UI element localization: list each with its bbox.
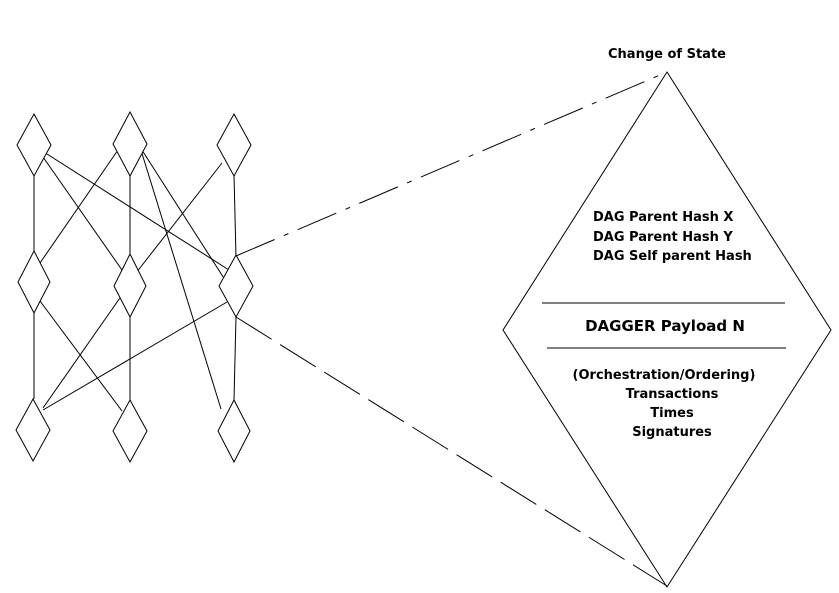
dag-edge	[42, 301, 228, 411]
payload-line-orchestration: (Orchestration/Ordering)	[573, 368, 756, 383]
dag-edge	[42, 294, 123, 409]
dag-node	[216, 112, 252, 178]
payload-details-block: (Orchestration/Ordering) Transactions Ti…	[573, 368, 756, 440]
dag-node	[112, 110, 148, 178]
dag-node	[112, 398, 148, 464]
dag-edge	[139, 146, 228, 284]
parent-hash-y: DAG Parent Hash Y	[593, 230, 733, 245]
parent-hash-x: DAG Parent Hash X	[593, 210, 733, 225]
dag-node	[17, 249, 51, 315]
upper-dashed-line	[235, 71, 668, 257]
dag-edge	[139, 146, 222, 410]
dag-edge	[233, 316, 237, 401]
payload-title: DAGGER Payload N	[585, 317, 745, 335]
dag-node	[217, 398, 251, 464]
self-parent-hash: DAG Self parent Hash	[593, 249, 752, 264]
payload-line-times: Times	[650, 406, 694, 421]
dag-edge	[135, 162, 223, 274]
dag-graph	[15, 110, 254, 464]
payload-line-signatures: Signatures	[632, 425, 712, 440]
zoom-projection-lines	[235, 71, 668, 587]
dag-edge	[233, 174, 237, 258]
dag-cross-edges	[30, 146, 230, 412]
dag-nodes	[15, 110, 254, 464]
dag-vertical-edges	[33, 174, 237, 401]
dag-edge	[39, 149, 119, 264]
dag-edge	[30, 288, 123, 412]
parent-hashes-block: DAG Parent Hash X DAG Parent Hash Y DAG …	[593, 210, 752, 264]
dag-edge	[35, 146, 123, 271]
dag-node	[113, 252, 147, 319]
dag-node	[16, 112, 52, 178]
dag-node	[15, 397, 51, 463]
dag-node	[218, 253, 254, 319]
lower-dashed-line	[235, 316, 668, 587]
dag-edge	[35, 146, 230, 271]
payload-line-transactions: Transactions	[626, 387, 719, 402]
expanded-event-diamond	[502, 71, 832, 588]
diagram-title: Change of State	[608, 47, 726, 62]
